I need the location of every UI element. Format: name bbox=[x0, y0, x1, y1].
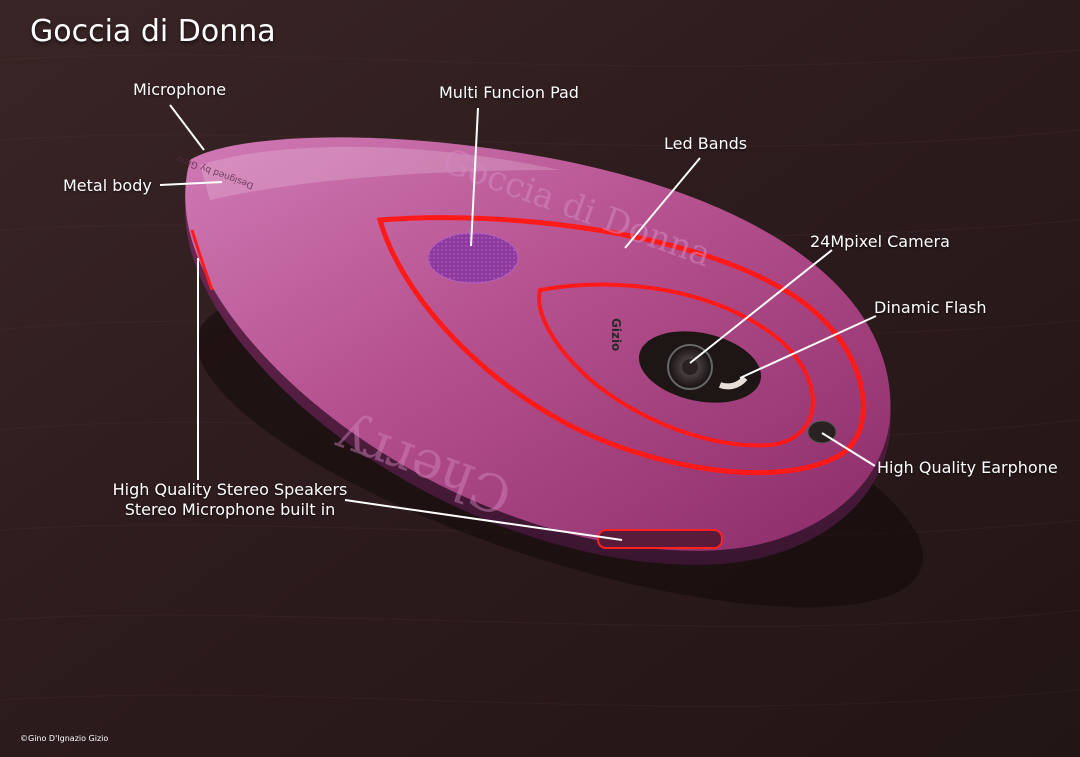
line-camera bbox=[689, 249, 833, 364]
callout-lines bbox=[159, 104, 877, 541]
callout-multi-function-pad: Multi Funcion Pad bbox=[439, 83, 579, 102]
page-title: Goccia di Donna bbox=[30, 14, 276, 49]
callout-microphone: Microphone bbox=[133, 80, 227, 99]
callout-flash: Dinamic Flash bbox=[874, 298, 987, 317]
camera-lens-inner bbox=[682, 359, 698, 375]
speaker-slot bbox=[597, 529, 723, 549]
callout-speakers: High Quality Stereo Speakers Stereo Micr… bbox=[110, 480, 350, 520]
brand-logo: Gizio bbox=[609, 318, 623, 351]
callout-earphone: High Quality Earphone bbox=[877, 458, 1058, 477]
callout-speakers-line2: Stereo Microphone built in bbox=[124, 500, 336, 519]
side-led-left bbox=[190, 229, 214, 291]
line-flash bbox=[739, 315, 877, 379]
device-body bbox=[185, 137, 891, 551]
line-led-bands bbox=[624, 157, 701, 249]
callout-speakers-line1: High Quality Stereo Speakers bbox=[112, 480, 348, 499]
callout-led-bands: Led Bands bbox=[664, 134, 748, 153]
callout-camera: 24Mpixel Camera bbox=[810, 232, 950, 251]
line-metal-body bbox=[159, 181, 223, 186]
led-band-outer bbox=[376, 215, 866, 476]
callout-metal-body: Metal body bbox=[63, 176, 152, 195]
line-multi-pad bbox=[470, 107, 479, 247]
body-highlight bbox=[200, 146, 560, 200]
line-speakers-slot bbox=[344, 499, 623, 541]
line-earphone bbox=[821, 432, 876, 467]
flash-ring bbox=[718, 375, 748, 390]
copyright-credit: ©Gino D'Ignazio Gizio bbox=[20, 734, 109, 743]
line-microphone bbox=[169, 104, 205, 151]
multi-function-pad bbox=[427, 232, 519, 284]
led-band-inner bbox=[537, 282, 815, 448]
